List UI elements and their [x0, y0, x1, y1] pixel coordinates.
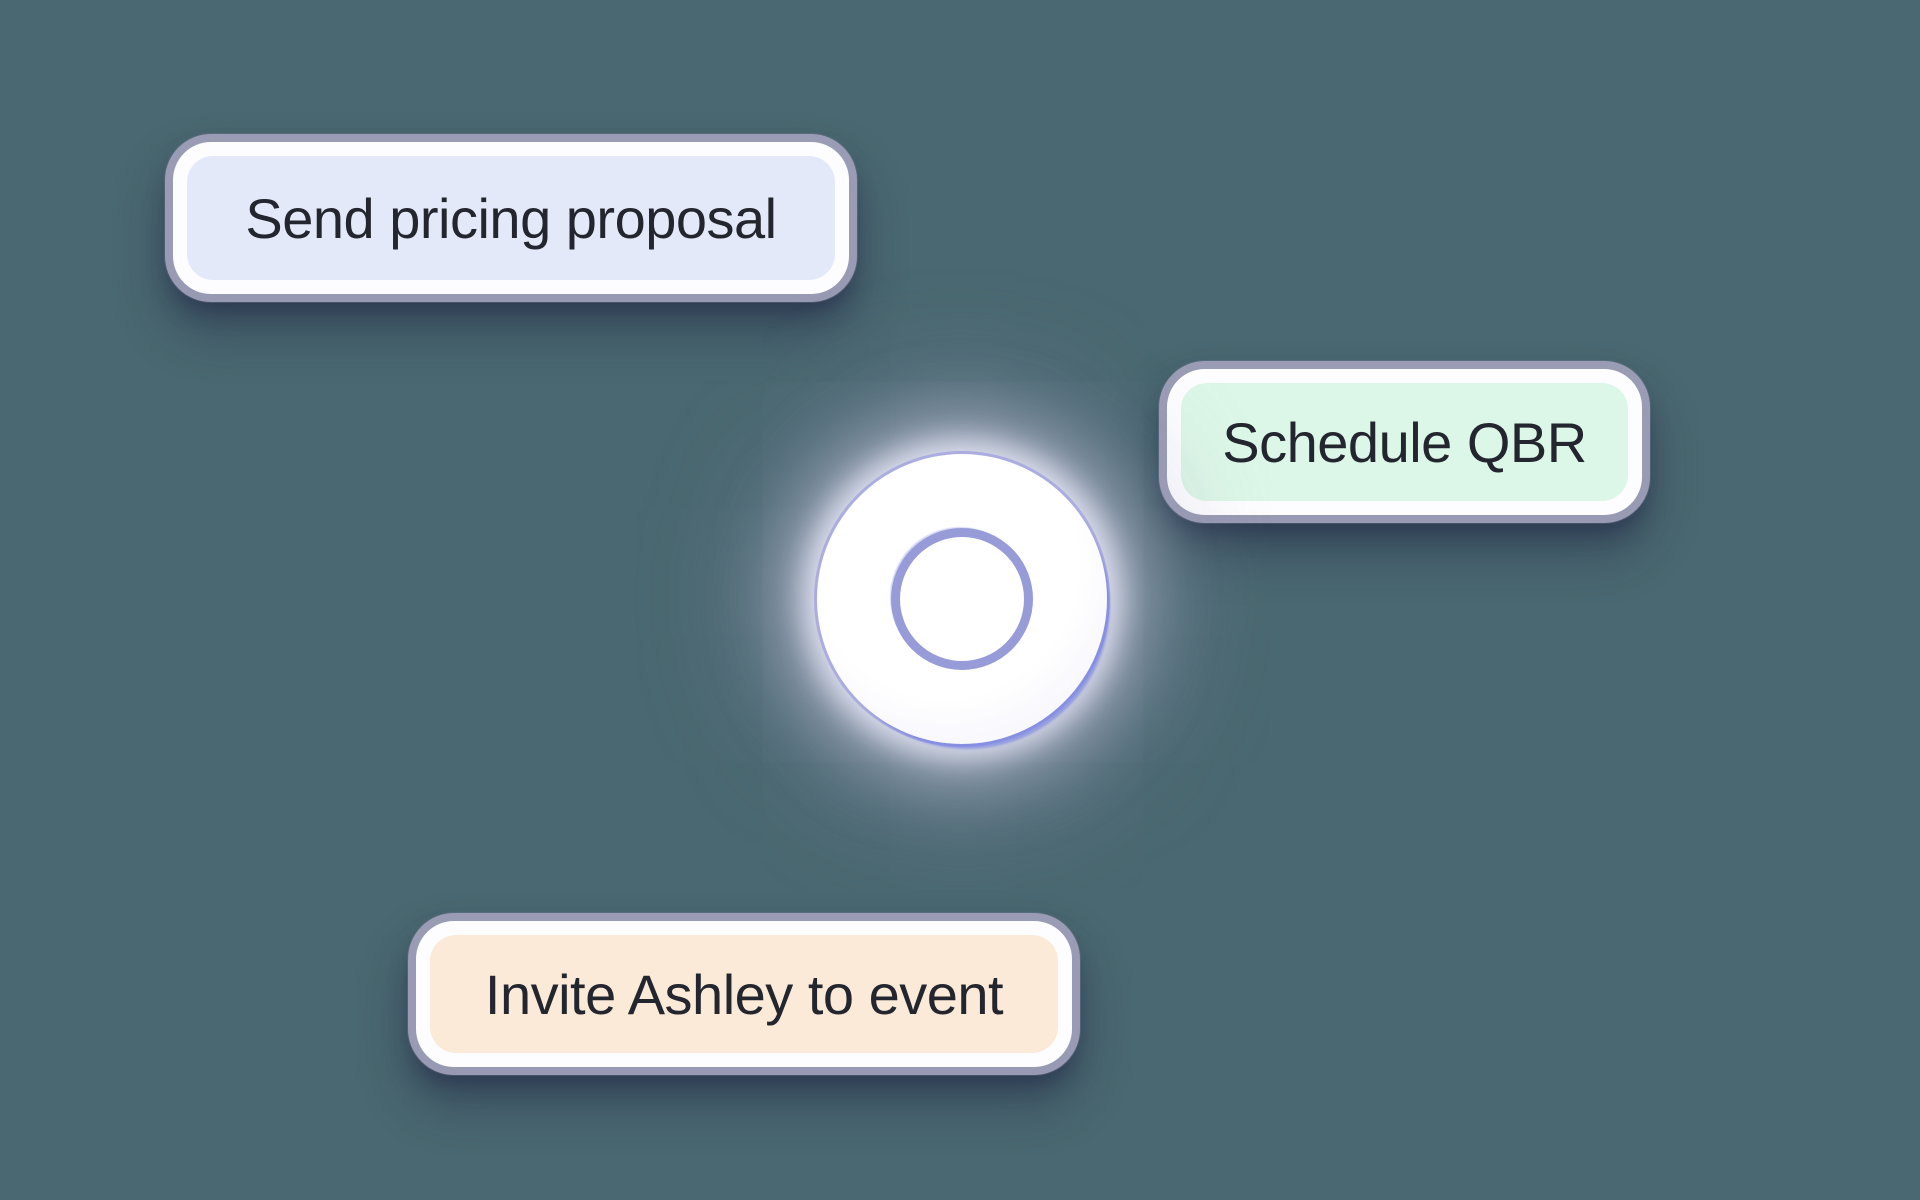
task-chip-label: Send pricing proposal [245, 186, 777, 250]
task-chip-schedule-qbr[interactable]: Schedule QBR [1167, 369, 1642, 515]
task-chip-label: Schedule QBR [1222, 410, 1587, 474]
task-chip-fill: Send pricing proposal [187, 156, 835, 280]
focus-orb-inner-circle [891, 528, 1033, 670]
task-chip-fill: Schedule QBR [1181, 383, 1628, 501]
task-chip-invite-ashley-to-event[interactable]: Invite Ashley to event [416, 921, 1072, 1067]
task-chip-fill: Invite Ashley to event [430, 935, 1058, 1053]
task-chip-send-pricing-proposal[interactable]: Send pricing proposal [173, 142, 849, 294]
focus-orb [817, 454, 1107, 744]
task-chip-label: Invite Ashley to event [484, 962, 1004, 1026]
